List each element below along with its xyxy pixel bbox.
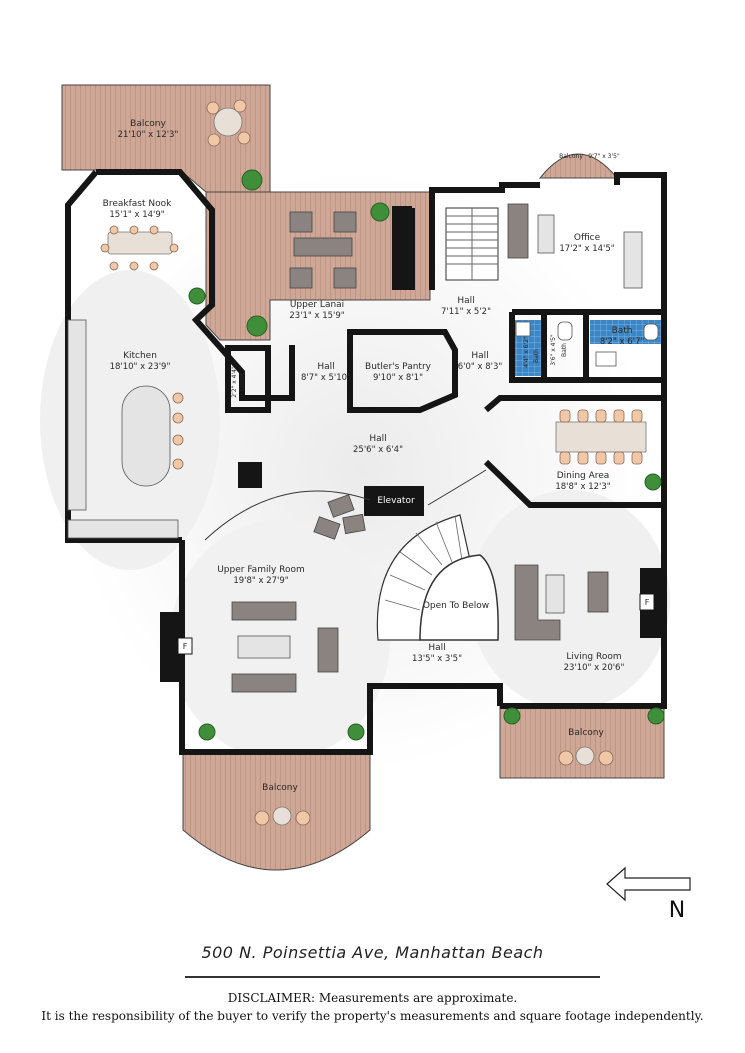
closet-name: Closet [239,372,246,391]
room-name: Office [574,233,601,243]
room-dims: 15'1" x 14'9" [109,210,164,220]
room-dims: 23'1" x 15'9" [289,311,344,321]
room-dims: 7'11" x 5'2" [441,307,491,317]
north-letter: N [669,898,685,923]
plants [188,169,665,741]
room-name: Breakfast Nook [103,199,172,209]
room-dims: 9'10" x 8'1" [373,373,423,383]
room-name: Bath [612,326,633,336]
room-name: Balcony [559,153,583,160]
bath2-dims: 4'4" x 6'2" [523,336,530,368]
disclaimer-line-1: DISCLAIMER: Measurements are approximate… [227,991,518,1005]
hall-curve-2 [427,469,487,506]
room-dims: 19'8" x 27'9" [233,576,288,586]
property-address: 500 N. Poinsettia Ave, Manhattan Beach [201,943,544,962]
room-dims: 23'10" x 20'6" [564,663,625,673]
balcony-living-deck [499,705,665,779]
room-dims: 6'0" x 8'3" [458,362,503,372]
room-name: Hall [317,362,334,372]
room-dims: 18'8" x 12'3" [555,482,610,492]
fireplace-label: F [183,642,188,651]
room-name: Hall [428,643,445,653]
bath3-name: Bath [561,343,568,357]
room-dims: 9'7" x 3'5" [588,153,620,160]
closet-dims: 2'2" x 4'4" [231,366,238,398]
fireplace-label: F [645,598,650,607]
room-dims: 8'2" x 6'7" [600,337,645,347]
room-name: Balcony [568,728,604,738]
north-arrow-icon: N [606,866,691,923]
room-name: Dining Area [557,471,610,481]
stairs-top [445,207,499,281]
room-name: Hall [369,434,386,444]
room-name: Living Room [566,652,621,662]
bath3-dims: 3'6" x 4'5" [550,334,557,366]
disclaimer-line-2: It is the responsibility of the buyer to… [41,1009,704,1023]
open-to-below-void [419,554,499,641]
room-labels: Balcony 21'10" x 12'3" Balcony 9'7" x 3'… [103,119,655,793]
room-name: Upper Lanai [290,300,344,310]
room-name: Hall [457,296,474,306]
room-name: Balcony [130,119,166,129]
room-name: Upper Family Room [217,565,305,575]
room-dims: 25'6" x 6'4" [353,445,403,455]
room-name: Hall [471,351,488,361]
room-name: Elevator [377,496,415,506]
room-dims: 18'10" x 23'9" [110,362,171,372]
room-name: Kitchen [123,351,157,361]
furniture [67,99,659,826]
room-name: Balcony [262,783,298,793]
room-name: Butler's Pantry [365,362,432,372]
room-dims: 17'2" x 14'5" [559,244,614,254]
address-underline [185,976,600,978]
room-dims: 21'10" x 12'3" [118,130,179,140]
bath2-name: Bath [533,349,540,363]
room-dims: 13'5" x 3'5" [412,654,462,664]
room-dims: 8'7" x 5'10" [301,373,351,383]
room-name: Open To Below [423,601,489,611]
